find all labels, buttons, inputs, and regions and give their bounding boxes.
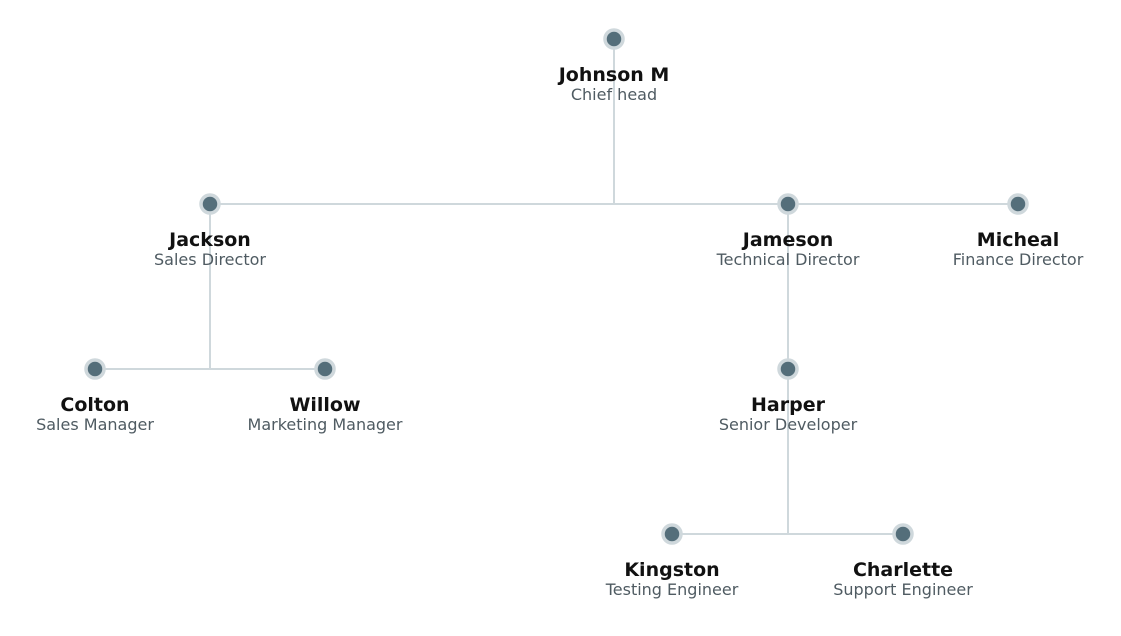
node-name: Charlette — [853, 559, 953, 581]
node-name: Jackson — [167, 229, 251, 251]
node-dot — [84, 358, 106, 380]
node-dot — [314, 358, 336, 380]
node-title: Finance Director — [953, 250, 1084, 269]
connectors — [95, 39, 1018, 535]
node-title: Marketing Manager — [248, 415, 403, 434]
node-name: Harper — [751, 394, 826, 416]
node-name: Willow — [289, 394, 360, 416]
node-dot — [603, 28, 625, 50]
node-title: Testing Engineer — [605, 580, 739, 599]
node-title: Chief head — [571, 85, 657, 104]
node-name: Colton — [60, 394, 129, 416]
node-title: Senior Developer — [719, 415, 858, 434]
node-name: Micheal — [977, 229, 1059, 251]
node-dot — [1007, 193, 1029, 215]
node-title: Sales Manager — [36, 415, 154, 434]
node-title: Support Engineer — [833, 580, 973, 599]
node-dot — [892, 523, 914, 545]
node-title: Sales Director — [154, 250, 266, 269]
node-name: Jameson — [741, 229, 833, 251]
node-name: Kingston — [624, 559, 719, 581]
node-dot — [661, 523, 683, 545]
node-dot — [777, 358, 799, 380]
node-name: Johnson M — [557, 64, 670, 86]
node-title: Technical Director — [716, 250, 860, 269]
node-dot — [199, 193, 221, 215]
node-dot — [777, 193, 799, 215]
